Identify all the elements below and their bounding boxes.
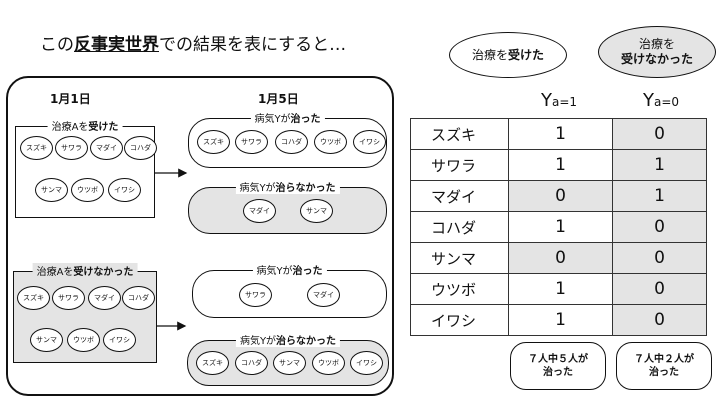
row-name: サンマ: [410, 242, 509, 274]
outcome-treated: 1: [508, 149, 613, 181]
treated-not-cured-pill: 病気Yが治らなかった: [188, 179, 387, 234]
headline-prefix: この: [40, 35, 74, 55]
untreated-cured-pill: 病気Yが治った: [192, 262, 387, 318]
treated-summary: ７人中５人が治った: [510, 342, 606, 390]
person-circle: サワラ: [235, 130, 268, 154]
outcome-untreated: 1: [612, 180, 707, 212]
person-circle: イワシ: [103, 328, 136, 352]
person-circle: スズキ: [196, 351, 229, 375]
person-circle: イワシ: [108, 178, 141, 202]
person-circle: コハダ: [122, 286, 155, 310]
person-circle: イワシ: [350, 351, 383, 375]
outcome-untreated: 0: [612, 118, 707, 150]
untreated-cured-label: 病気Yが治った: [252, 262, 327, 277]
person-circle: マダイ: [90, 136, 123, 160]
row-name: イワシ: [410, 304, 509, 336]
treated-cured-label: 病気Yが治った: [250, 110, 325, 125]
outcome-treated: 0: [508, 180, 613, 212]
person-circle: スズキ: [20, 136, 53, 160]
outcome-untreated: 1: [612, 149, 707, 181]
person-circle: サワラ: [239, 283, 272, 307]
headline-emphasis: 反事実世界: [74, 35, 159, 55]
person-circle: スズキ: [17, 286, 50, 310]
person-circle: サワラ: [55, 136, 88, 160]
untreated-group-label: 治療Aを受けなかった: [32, 263, 138, 278]
outcome-treated: 1: [508, 304, 613, 336]
person-circle: ウツボ: [67, 328, 100, 352]
row-name: スズキ: [410, 118, 509, 150]
outcome-treated: 0: [508, 242, 613, 274]
outcome-untreated: 0: [612, 304, 707, 336]
column-header-treated: Ya=1: [541, 90, 578, 111]
person-circle: サンマ: [273, 351, 306, 375]
column-header-untreated: Ya=0: [643, 90, 680, 111]
row-name: ウツボ: [410, 273, 509, 305]
row-name: サワラ: [410, 149, 509, 181]
outcome-untreated: 0: [612, 273, 707, 305]
person-circle: サンマ: [35, 178, 68, 202]
outcome-treated: 1: [508, 273, 613, 305]
person-circle: スズキ: [197, 130, 230, 154]
outcome-untreated: 0: [612, 242, 707, 274]
person-circle: イワシ: [353, 130, 386, 154]
outcome-treated: 1: [508, 211, 613, 243]
untreated-bubble: 治療を受けなかった: [598, 26, 716, 78]
day5-label: 1月5日: [258, 92, 299, 106]
person-circle: ウツボ: [312, 351, 345, 375]
headline-suffix: での結果を表にすると…: [159, 35, 347, 55]
person-circle: コハダ: [235, 351, 268, 375]
treated-group-label: 治療Aを受けた: [47, 118, 123, 133]
person-circle: ウツボ: [314, 130, 347, 154]
person-circle: マダイ: [243, 199, 276, 223]
counterfactual-diagram: [6, 76, 394, 396]
person-circle: マダイ: [307, 283, 340, 307]
treated-cured-pill: 病気Yが治った: [188, 110, 387, 168]
person-circle: ウツボ: [71, 178, 104, 202]
untreated-not-cured-label: 病気Yが治らなかった: [235, 332, 341, 347]
person-circle: コハダ: [124, 136, 157, 160]
row-name: コハダ: [410, 211, 509, 243]
person-circle: サワラ: [52, 286, 85, 310]
person-circle: サンマ: [30, 328, 63, 352]
row-name: マダイ: [410, 180, 509, 212]
treated-bubble: 治療を受けた: [449, 32, 567, 78]
person-circle: マダイ: [88, 286, 121, 310]
treated-not-cured-label: 病気Yが治らなかった: [235, 179, 340, 194]
person-circle: サンマ: [300, 199, 333, 223]
day1-label: 1月1日: [50, 92, 91, 106]
outcome-untreated: 0: [612, 211, 707, 243]
untreated-summary: ７人中２人が治った: [616, 342, 712, 390]
person-circle: コハダ: [275, 130, 308, 154]
headline: この反事実世界での結果を表にすると…: [40, 30, 346, 55]
treated-group-box: 治療Aを受けた: [15, 118, 155, 218]
outcome-treated: 1: [508, 118, 613, 150]
